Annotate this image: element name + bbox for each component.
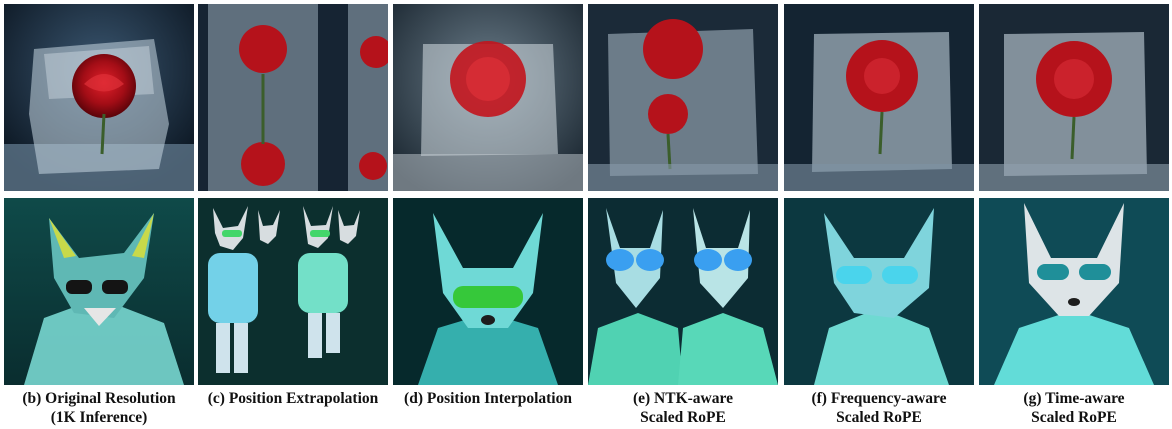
panel-g-caption: (g) Time-aware Scaled RoPE [969,389,1172,427]
panel-f: (f) Frequency-aware Scaled RoPE [784,0,974,429]
caption-line-2: Scaled RoPE [836,409,922,426]
rose-in-ice-cube-image [979,4,1169,191]
caption-line-1: (f) Frequency-aware [811,390,947,407]
caption-line-2: Scaled RoPE [1031,409,1117,426]
panel-e: (e) NTK-aware Scaled RoPE [588,0,778,429]
panel-c-caption: (c) Position Extrapolation [188,389,398,408]
rose-in-ice-cube-image [4,4,194,191]
caption-line-2: (1K Inference) [50,409,148,426]
caption-line-1: (c) Position Extrapolation [207,390,379,407]
repeated-roses-in-ice-image [198,4,388,191]
caption-line-1: (e) NTK-aware [632,390,733,407]
panel-d-caption: (d) Position Interpolation [383,389,593,408]
panel-e-caption: (e) NTK-aware Scaled RoPE [578,389,788,427]
caption-line-2: Scaled RoPE [640,409,726,426]
panel-f-caption: (f) Frequency-aware Scaled RoPE [774,389,984,427]
panel-g: (g) Time-aware Scaled RoPE [979,0,1169,429]
panel-d: (d) Position Interpolation [393,0,583,429]
caption-line-1: (g) Time-aware [1023,390,1125,407]
white-fox-teal-jacket-image [979,198,1169,385]
panel-b: (b) Original Resolution (1K Inference) [4,0,194,429]
caption-line-1: (d) Position Interpolation [404,390,572,407]
caption-line-1: (b) Original Resolution [22,390,176,407]
blurry-rose-in-ice-image [393,4,583,191]
repeated-foxes-figures-image [198,198,388,385]
two-foxes-image [588,198,778,385]
panel-b-caption: (b) Original Resolution (1K Inference) [0,389,204,427]
panel-c: (c) Position Extrapolation [198,0,388,429]
teal-fox-image [784,198,974,385]
blurry-fox-green-glasses-image [393,198,583,385]
rose-in-ice-cube-image [784,4,974,191]
double-rose-ice-cube-image [588,4,778,191]
fox-with-sunglasses-image [4,198,194,385]
